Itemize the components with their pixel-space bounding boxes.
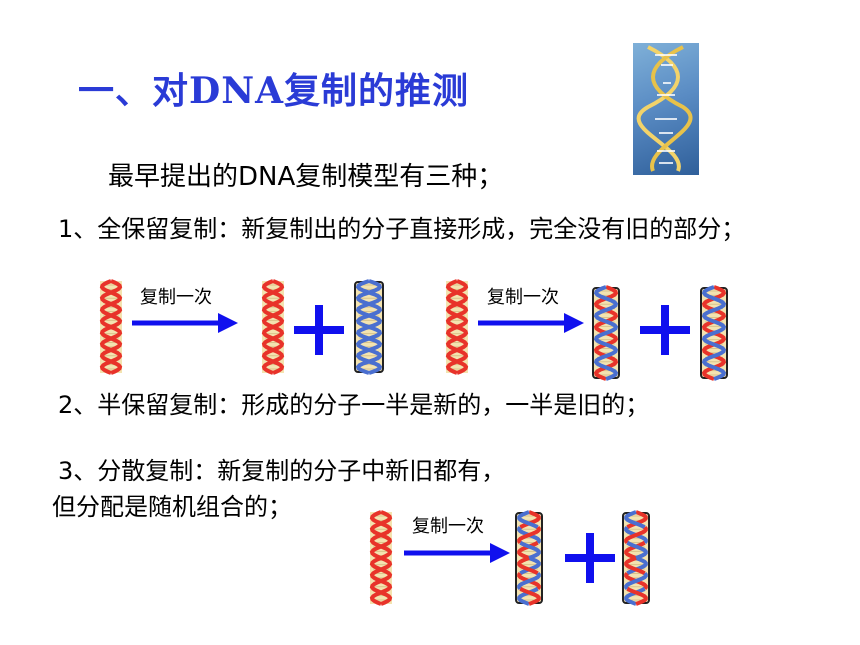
models-intro: 最早提出的DNA复制模型有三种； (108, 162, 504, 192)
arrow-label-2: 复制一次 (487, 287, 559, 308)
dna-offspring-semi-1 (592, 285, 620, 381)
dna-offspring-new-1 (354, 279, 384, 375)
replication-arrow-3 (404, 543, 510, 563)
plus-sign-3 (565, 533, 615, 583)
dna-parent-1 (99, 279, 123, 375)
dna-double-helix-icon (636, 45, 693, 172)
dna-helix-image (633, 43, 699, 175)
model-dispersive-text: 3、分散复制：新复制的分子中新旧都有， (58, 457, 506, 485)
dna-offspring-disp-1 (515, 510, 543, 606)
model-conservative-text: 1、全保留复制：新复制出的分子直接形成，完全没有旧的部分； (58, 215, 746, 243)
plus-sign-2 (640, 305, 690, 355)
model-semiconservative-text: 2、半保留复制：形成的分子一半是新的，一半是旧的； (58, 391, 650, 419)
dna-parent-2 (445, 279, 469, 375)
dna-offspring-semi-2 (700, 285, 728, 381)
arrow-label-1: 复制一次 (140, 287, 212, 308)
page-title: 一、对DNA复制的推测 (78, 70, 470, 112)
dna-parent-3 (369, 510, 393, 606)
dna-offspring-old-1 (261, 279, 285, 375)
replication-arrow-1 (132, 313, 238, 333)
dna-offspring-disp-2 (622, 510, 650, 606)
plus-sign-1 (294, 305, 344, 355)
model-dispersive-text-cont: 但分配是随机组合的； (52, 493, 292, 521)
replication-arrow-2 (478, 313, 584, 333)
arrow-label-3: 复制一次 (412, 516, 484, 537)
